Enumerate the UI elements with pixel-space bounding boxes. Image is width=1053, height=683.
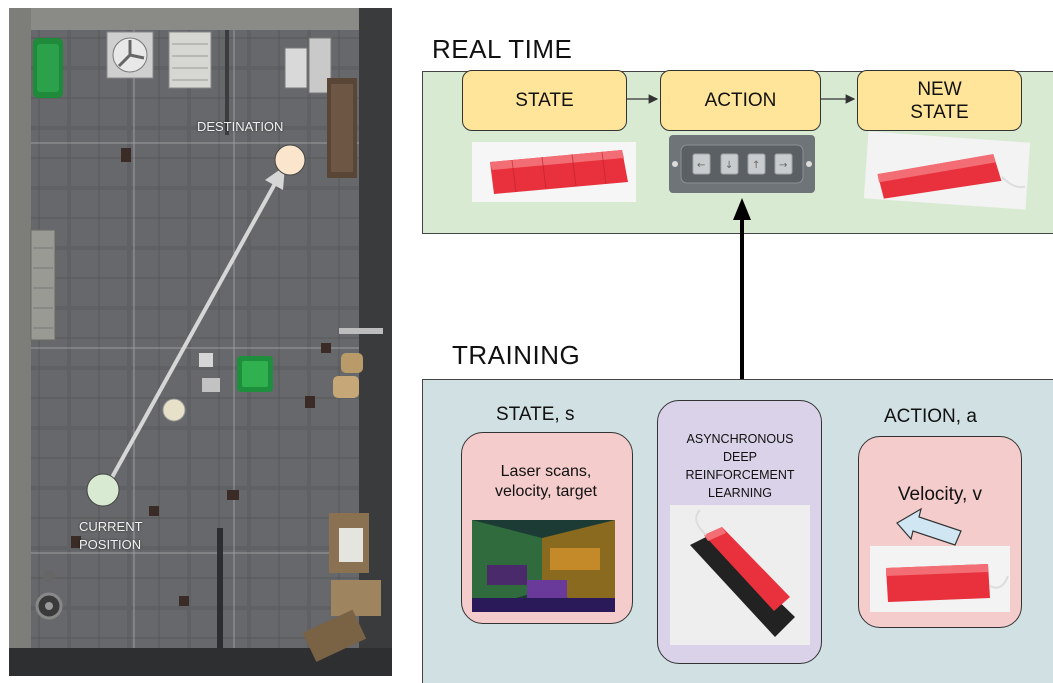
state-description: Laser scans, velocity, target [466,462,626,502]
path-arrow-line [103,179,279,491]
interior-wall [339,328,383,334]
real-time-title: REAL TIME [432,34,573,64]
robot-photo-new-state [863,131,1031,210]
shelf [30,229,56,341]
velocity-arrow-icon [896,507,962,546]
fan-unit [106,31,154,79]
rt-action-label: ACTION [704,90,777,111]
svg-text:↓: ↓ [725,160,733,171]
learning-line4: LEARNING [708,486,772,500]
wall-top [9,8,392,30]
action-description: Velocity, v [897,484,983,505]
learning-line2: DEEP [722,450,758,464]
robot-icon [886,564,1009,602]
rt-new-state-line2: STATE [910,101,969,123]
current-position-label-line1: CURRENT [79,519,143,534]
interior-wall [225,30,229,135]
action-title: ACTION, a [884,406,977,427]
state-desc-line1: Laser scans, [500,463,592,480]
arrow-keys-icon: ← ↓ ↑ → [672,144,812,184]
svg-text:→: → [779,160,787,171]
box [202,378,220,392]
rt-new-state-box: NEW STATE [857,70,1022,131]
destination-marker [274,144,306,176]
training-title: TRAINING [452,340,581,370]
path-arrow-head [265,166,285,190]
rt-state-label: STATE [515,90,574,111]
robot-photo-state [472,142,636,202]
rt-new-state-line1: NEW [917,78,962,100]
box [199,353,213,367]
map-view: DESTINATION CURRENT POSITION [9,8,392,676]
robot-photo-action [870,546,1010,612]
rt-state-box: STATE [462,70,627,131]
desk [327,78,357,178]
current-position-label-line2: POSITION [79,537,142,552]
learning-label: ASYNCHRONOUS DEEP REINFORCEMENT LEARNING [660,430,820,502]
debris [71,148,331,606]
appliance [308,37,332,94]
depth-scene-icon [472,520,615,612]
robot-icon [490,150,628,194]
map-canvas [9,8,392,676]
sacks [333,353,363,398]
lamp [162,398,186,422]
appliance [284,47,308,89]
pallets [302,513,381,662]
state-desc-line2: velocity, target [495,483,597,500]
trash-bin [237,356,273,392]
trash-bin [33,38,63,98]
robot-icon [877,154,1026,199]
interior-wall [217,528,223,648]
svg-text:←: ← [697,160,705,171]
state-title: STATE, s [496,404,575,425]
arrow-training-to-realtime-head [733,198,751,220]
wall-left [9,8,31,676]
rt-action-box: ACTION [660,70,821,131]
destination-label: DESTINATION [197,119,284,134]
learning-line1: ASYNCHRONOUS [686,432,794,446]
tires [35,570,63,620]
crate [168,31,212,89]
robot-icon [690,509,795,637]
robot-photo-training [670,505,810,645]
floor-grid [31,30,359,648]
current-position-marker [86,473,120,507]
laser-scan-image [472,520,615,612]
learning-line3: REINFORCEMENT [685,468,795,482]
svg-text:↑: ↑ [752,160,760,171]
keypad-photo: ← ↓ ↑ → [669,135,815,193]
